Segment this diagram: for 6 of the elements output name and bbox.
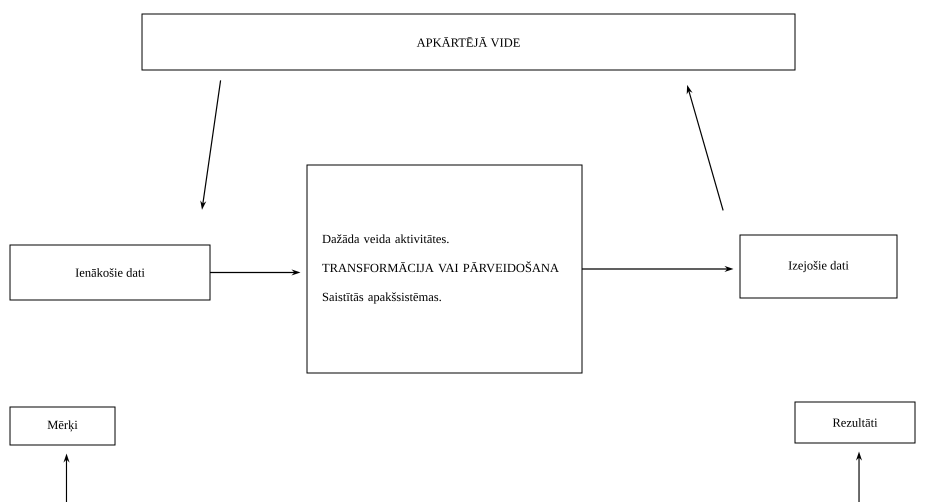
process-box: Dažāda veida aktivitātes. TRANSFORMĀCIJA VAI PĀRVEIDOŠANA Saistītās apakšsistēmas. bbox=[306, 164, 582, 374]
environment-box: APKĀRTĒJĀ VIDE bbox=[142, 14, 796, 70]
output-box: Izejošie dati bbox=[740, 234, 898, 298]
goals-box: Mērķi bbox=[10, 406, 116, 446]
input-box: Ienākošie dati bbox=[10, 244, 210, 300]
results-box: Rezultāti bbox=[794, 402, 916, 444]
